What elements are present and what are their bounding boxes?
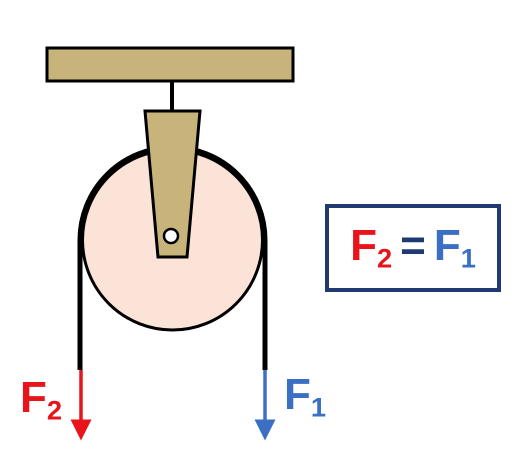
equation-lhs: F2 <box>350 221 392 272</box>
ceiling-beam <box>45 46 295 83</box>
equation-lhs-sub: 2 <box>376 242 393 274</box>
force-label-f2: F2 <box>20 376 62 424</box>
equation-rhs: F1 <box>433 221 476 272</box>
f2-label-base: F <box>20 373 47 422</box>
equation-rhs-base: F <box>433 221 461 271</box>
f1-label-base: F <box>284 370 311 419</box>
force-label-f1: F1 <box>284 373 326 421</box>
equation-operator: = <box>400 221 426 271</box>
pulley-axle <box>162 227 180 245</box>
pulley-bracket <box>143 109 202 259</box>
equation-lhs-base: F <box>350 221 377 271</box>
equation: F2=F1 <box>350 224 476 272</box>
f2-label-sub: 2 <box>46 394 63 426</box>
equation-box: F2=F1 <box>325 204 501 292</box>
f1-label-sub: 1 <box>310 391 327 423</box>
equation-rhs-sub: 1 <box>460 242 476 274</box>
